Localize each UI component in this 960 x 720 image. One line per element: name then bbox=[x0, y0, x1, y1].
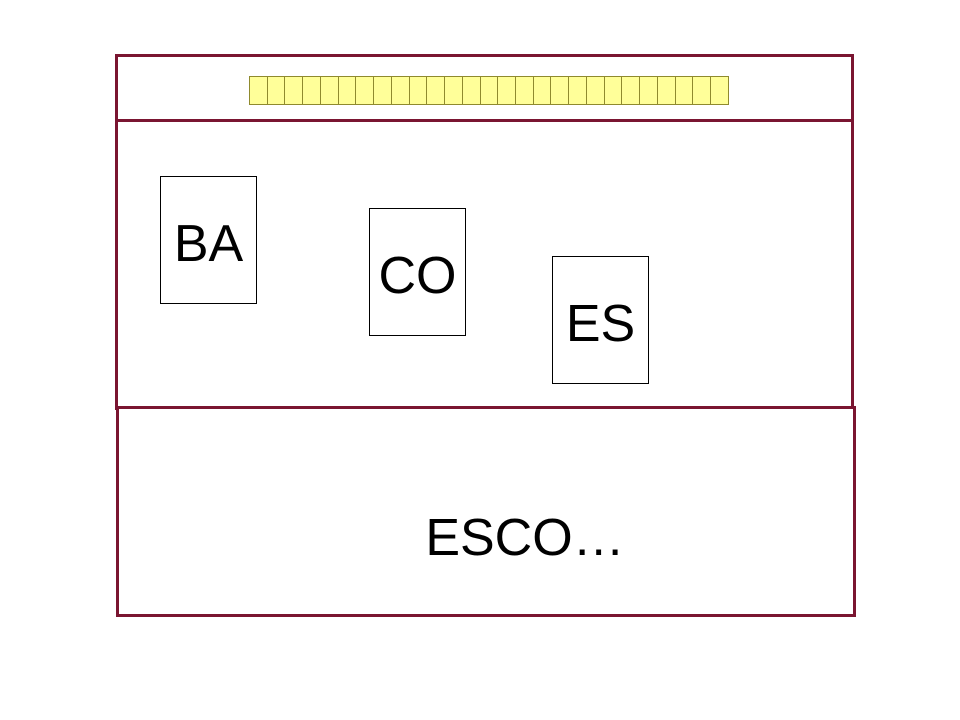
progress-segment bbox=[356, 77, 375, 104]
progress-segment bbox=[711, 77, 728, 104]
progress-segment bbox=[409, 77, 428, 104]
progress-segment bbox=[285, 77, 304, 104]
progress-segment bbox=[675, 77, 694, 104]
segmented-progress-bar bbox=[249, 76, 729, 105]
progress-segment bbox=[462, 77, 481, 104]
syllable-card-label: BA bbox=[173, 215, 244, 273]
answer-panel bbox=[116, 406, 856, 617]
progress-segment bbox=[320, 77, 339, 104]
answer-word-text: ESCO… bbox=[425, 509, 625, 567]
progress-segment bbox=[586, 77, 605, 104]
syllable-card-es[interactable]: ES bbox=[552, 256, 649, 384]
progress-segment bbox=[498, 77, 517, 104]
progress-segment bbox=[374, 77, 392, 104]
progress-segment bbox=[267, 77, 286, 104]
progress-segment bbox=[604, 77, 623, 104]
progress-segment bbox=[480, 77, 499, 104]
progress-segment bbox=[303, 77, 321, 104]
progress-segment bbox=[569, 77, 587, 104]
progress-segment bbox=[338, 77, 357, 104]
progress-segment bbox=[516, 77, 534, 104]
progress-segment bbox=[657, 77, 676, 104]
syllable-card-label: ES bbox=[565, 295, 636, 353]
progress-segment bbox=[427, 77, 446, 104]
progress-segment bbox=[640, 77, 658, 104]
progress-segment bbox=[391, 77, 410, 104]
progress-segment bbox=[250, 77, 268, 104]
progress-segment bbox=[693, 77, 712, 104]
progress-segment bbox=[445, 77, 463, 104]
syllable-card-co[interactable]: CO bbox=[369, 208, 466, 336]
progress-segment bbox=[551, 77, 570, 104]
progress-segment bbox=[533, 77, 552, 104]
syllable-card-ba[interactable]: BA bbox=[160, 176, 257, 304]
progress-segment bbox=[622, 77, 641, 104]
syllable-card-label: CO bbox=[378, 247, 457, 305]
